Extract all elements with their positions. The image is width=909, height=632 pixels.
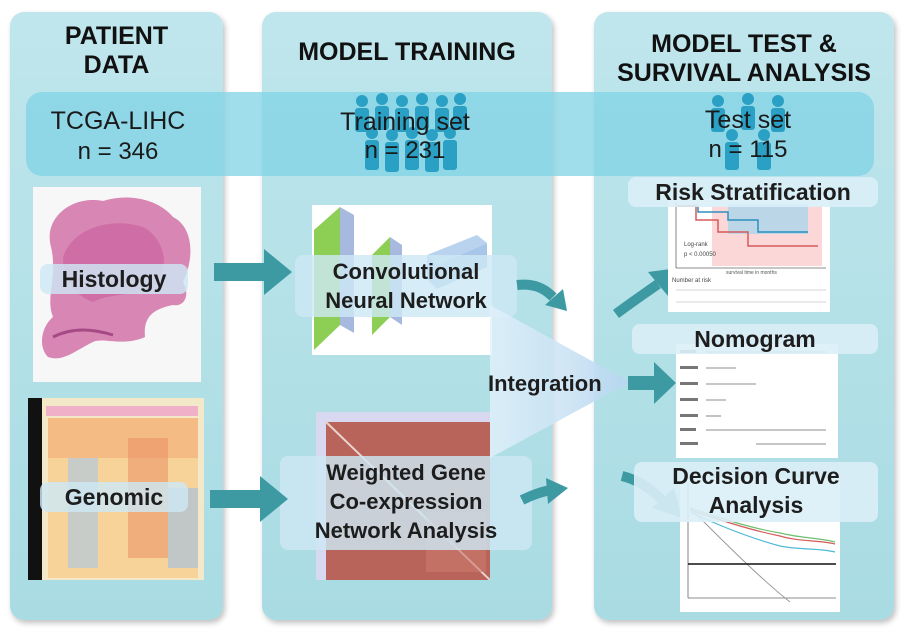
- training-set-label: Training set: [340, 108, 470, 136]
- histology-to-cnn-arrow: [214, 249, 292, 295]
- cohort-count: n = 346: [77, 138, 159, 165]
- integration-funnel-arrow: [490, 305, 630, 458]
- km-logrank-label: Log-rank: [684, 242, 708, 248]
- nomogram-image: [676, 344, 838, 458]
- model-test-heading: MODEL TEST & SURVIVAL ANALYSIS: [617, 30, 871, 87]
- cnn-label: Convolutional Neural Network: [295, 255, 517, 317]
- km-p-value: p < 0.00050: [684, 252, 716, 258]
- test-set-label: Test set: [704, 106, 792, 134]
- model-training-heading: MODEL TRAINING: [298, 38, 516, 66]
- patient-data-heading: PATIENT DATA: [64, 22, 169, 79]
- risk-stratification-label: Risk Stratification: [628, 177, 878, 207]
- nomogram-label: Nomogram: [632, 324, 878, 354]
- kaplan-meier-plot: Log-rank p < 0.00050 survival time in mo…: [668, 198, 830, 312]
- genomic-to-wgcna-arrow: [210, 476, 288, 522]
- cohort-name: TCGA-LIHC: [50, 107, 186, 135]
- km-x-axis-label: survival time in months: [726, 270, 777, 276]
- people-crowd-icon: [355, 93, 467, 172]
- histology-label: Histology: [40, 264, 188, 294]
- people-test-icon: [711, 93, 785, 170]
- wgcna-label: Weighted Gene Co-expression Network Anal…: [280, 456, 532, 550]
- km-number-at-risk: Number at risk: [672, 278, 712, 284]
- decision-curve-label: Decision Curve Analysis: [634, 462, 878, 522]
- wgcna-to-test-arrow: [520, 478, 568, 505]
- training-set-count: n = 231: [364, 137, 446, 164]
- cnn-to-test-arrow: [516, 279, 567, 311]
- genomic-label: Genomic: [40, 482, 188, 512]
- integration-label: Integration: [488, 371, 602, 396]
- to-nomogram-arrow: [628, 362, 676, 404]
- test-set-count: n = 115: [708, 136, 788, 163]
